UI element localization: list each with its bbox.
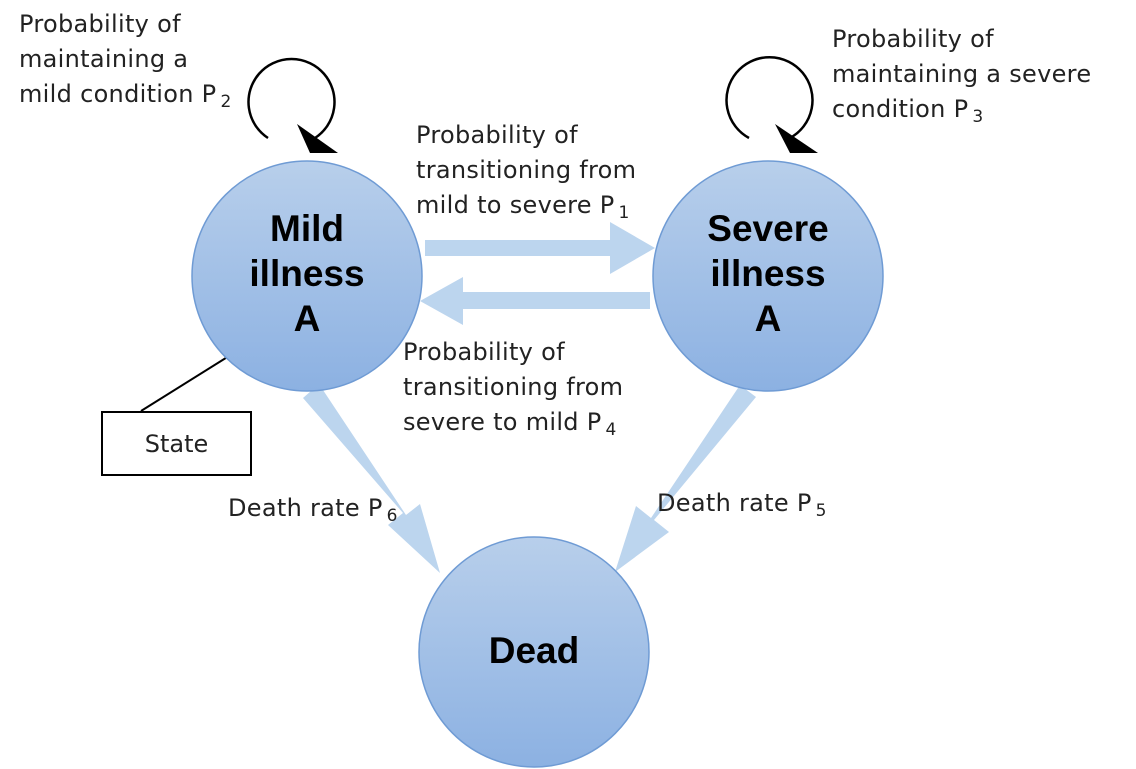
node-mild-illness-label: Mild illness A <box>207 206 407 341</box>
node-mild-line1: Mild <box>270 208 344 249</box>
label-p2-line1: Probability of <box>19 10 181 38</box>
node-severe-illness <box>652 160 884 392</box>
node-mild-illness <box>191 160 423 392</box>
label-p2-line2: maintaining a <box>19 45 189 73</box>
label-p2-maintain-mild: Probability of maintaining a mild condit… <box>19 7 232 112</box>
node-severe-line2: illness <box>710 253 826 294</box>
label-p6-sub: 6 <box>386 506 398 526</box>
node-dead <box>418 536 650 768</box>
node-severe-illness-label: Severe illness A <box>668 206 868 341</box>
label-p3-line2: maintaining a severe <box>832 60 1092 88</box>
label-p3-maintain-severe: Probability of maintaining a severe cond… <box>832 22 1091 127</box>
label-p4-line1: Probability of <box>403 338 565 366</box>
node-mild-line2: illness <box>249 253 365 294</box>
label-p2-sub: 2 <box>220 92 232 112</box>
node-severe-line3: A <box>754 298 782 339</box>
label-p1-line3-text: mild to severe P <box>416 191 615 219</box>
self-loop-mild-arrowhead <box>297 124 338 153</box>
label-p4-line2: transitioning from <box>403 373 624 401</box>
label-p2-line3-text: mild condition P <box>19 80 217 108</box>
label-p3-sub: 3 <box>972 107 984 127</box>
node-severe-line1: Severe <box>707 208 829 249</box>
label-p3-line1: Probability of <box>832 25 994 53</box>
arrow-severe-to-mild <box>420 277 650 325</box>
label-p4-sub: 4 <box>605 420 617 440</box>
self-loop-severe <box>725 55 814 140</box>
arrow-severe-to-dead <box>615 385 756 572</box>
node-dead-line1: Dead <box>488 630 580 671</box>
label-p6-text: Death rate P <box>228 494 383 522</box>
state-legend-box: State <box>101 411 252 476</box>
node-mild-line3: A <box>293 298 321 339</box>
label-p4-line3-text: severe to mild P <box>403 408 602 436</box>
label-p3-line3-text: condition P <box>832 95 969 123</box>
self-loop-severe-arrowhead <box>775 124 818 153</box>
label-p5-sub: 5 <box>815 501 827 521</box>
label-p1-line1: Probability of <box>416 121 578 149</box>
state-connector-line <box>140 355 230 412</box>
label-p5-text: Death rate P <box>657 489 812 517</box>
label-p4-severe-to-mild: Probability of transitioning from severe… <box>403 335 623 440</box>
self-loop-mild <box>247 57 336 140</box>
state-legend-label: State <box>144 429 209 458</box>
label-p1-sub: 1 <box>618 203 630 223</box>
label-p1-mild-to-severe: Probability of transitioning from mild t… <box>416 118 636 223</box>
arrow-mild-to-severe <box>425 222 655 274</box>
arrow-mild-to-dead <box>303 384 440 573</box>
node-dead-label: Dead <box>434 628 634 673</box>
label-p1-line2: transitioning from <box>416 156 637 184</box>
